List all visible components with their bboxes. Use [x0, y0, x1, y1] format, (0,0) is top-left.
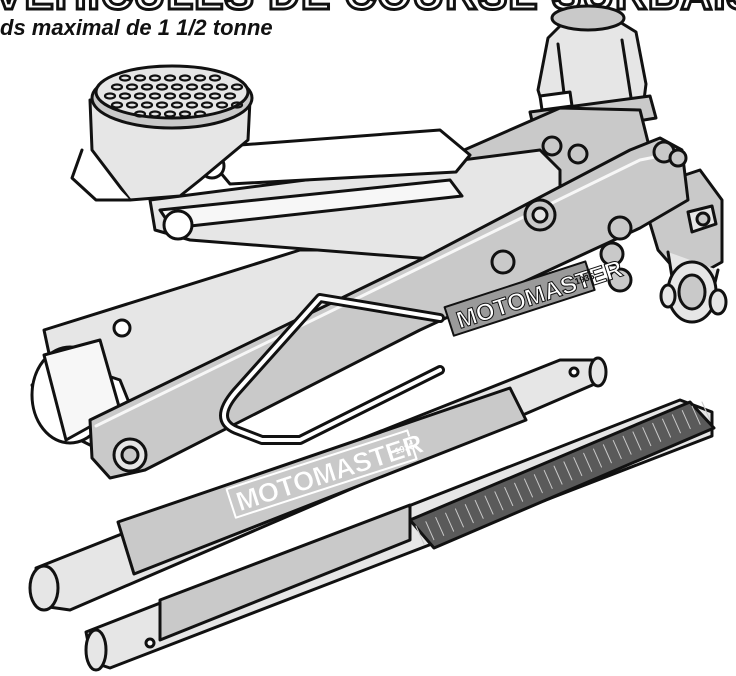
knurl-line	[504, 487, 514, 507]
knurl-line	[543, 469, 553, 489]
saddle-grip-bump	[125, 101, 139, 109]
knurl-line	[593, 448, 603, 468]
saddle-grip-bump	[223, 92, 237, 100]
knurl-line	[514, 482, 524, 502]
knurl-line	[425, 521, 435, 541]
saddle-grip-bump	[185, 83, 199, 91]
knurl-line	[691, 405, 701, 425]
knurl-line	[464, 504, 474, 524]
saddle-grip-pattern	[103, 74, 244, 118]
saddle-grip-bump	[208, 74, 222, 82]
saddle-grip-bump	[163, 74, 177, 82]
saddle-grip-bump	[155, 101, 169, 109]
knurl-line	[642, 427, 652, 447]
saddle-grip-bump	[110, 83, 124, 91]
saddle-grip-bump	[163, 92, 177, 100]
knurl-line	[553, 465, 563, 485]
saddle-grip-bump	[125, 83, 139, 91]
saddle-grip-bump	[193, 74, 207, 82]
knurl-line	[583, 452, 593, 472]
saddle-grip-bump	[200, 101, 214, 109]
saddle-grip-bump	[170, 83, 184, 91]
saddle-grip-bump	[215, 83, 229, 91]
saddle-grip-bump	[230, 101, 244, 109]
saddle-grip-bump	[208, 92, 222, 100]
capacity-subtitle: ds maximal de 1 1/2 tonne	[0, 15, 273, 40]
saddle-grip-bump	[163, 110, 177, 118]
saddle-grip-bump	[133, 110, 147, 118]
saddle-grip-bump	[193, 110, 207, 118]
saddle-grip-bump	[103, 92, 117, 100]
knurl-line	[573, 457, 583, 477]
saddle-grip-bump	[193, 92, 207, 100]
knurl-line	[563, 461, 573, 481]
knurl-line	[415, 525, 425, 545]
knurl-line	[533, 474, 543, 494]
knurl-line	[681, 410, 691, 430]
saddle-grip-bump	[200, 83, 214, 91]
saddle-grip-bump	[178, 92, 192, 100]
saddle-grip-bump	[148, 92, 162, 100]
saddle-grip-bump	[133, 92, 147, 100]
saddle-grip-bump	[148, 74, 162, 82]
knurl-line	[602, 444, 612, 464]
knurl-line	[632, 431, 642, 451]
pump-tower	[528, 4, 658, 140]
knurl-line	[652, 422, 662, 442]
saddle-grip-bump	[133, 74, 147, 82]
knurl-line	[523, 478, 533, 498]
frame-bolts	[490, 135, 688, 293]
knurl-line	[454, 508, 464, 528]
knurl-line	[474, 499, 484, 519]
saddle-grip-bump	[118, 74, 132, 82]
lift-arm	[148, 128, 562, 264]
saddle-grip-bump	[230, 83, 244, 91]
saddle-grip-bump	[118, 92, 132, 100]
handle-lower-section	[84, 398, 716, 672]
knurl-line	[445, 512, 455, 532]
knurl-line	[622, 435, 632, 455]
saddle-grip-bump	[110, 101, 124, 109]
knurl-line	[484, 495, 494, 515]
knurl-line	[671, 414, 681, 434]
saddle-grip-bump	[170, 101, 184, 109]
knurl-line	[494, 491, 504, 511]
saddle-grip-bump	[148, 110, 162, 118]
handle-logo-plate	[225, 429, 418, 519]
knurled-grip-texture	[415, 401, 711, 545]
knurl-line	[701, 401, 711, 421]
saddle-grip-bump	[140, 83, 154, 91]
knurl-line	[612, 439, 622, 459]
saddle-grip-bump	[178, 74, 192, 82]
saddle-grip-bump	[185, 101, 199, 109]
jack-logo-plate	[443, 260, 596, 337]
knurl-line	[662, 418, 672, 438]
saddle-grip-bump	[178, 110, 192, 118]
saddle-grip-bump	[215, 101, 229, 109]
saddle-grip-bump	[140, 101, 154, 109]
saddle-grip-bump	[155, 83, 169, 91]
knurl-line	[435, 516, 445, 536]
